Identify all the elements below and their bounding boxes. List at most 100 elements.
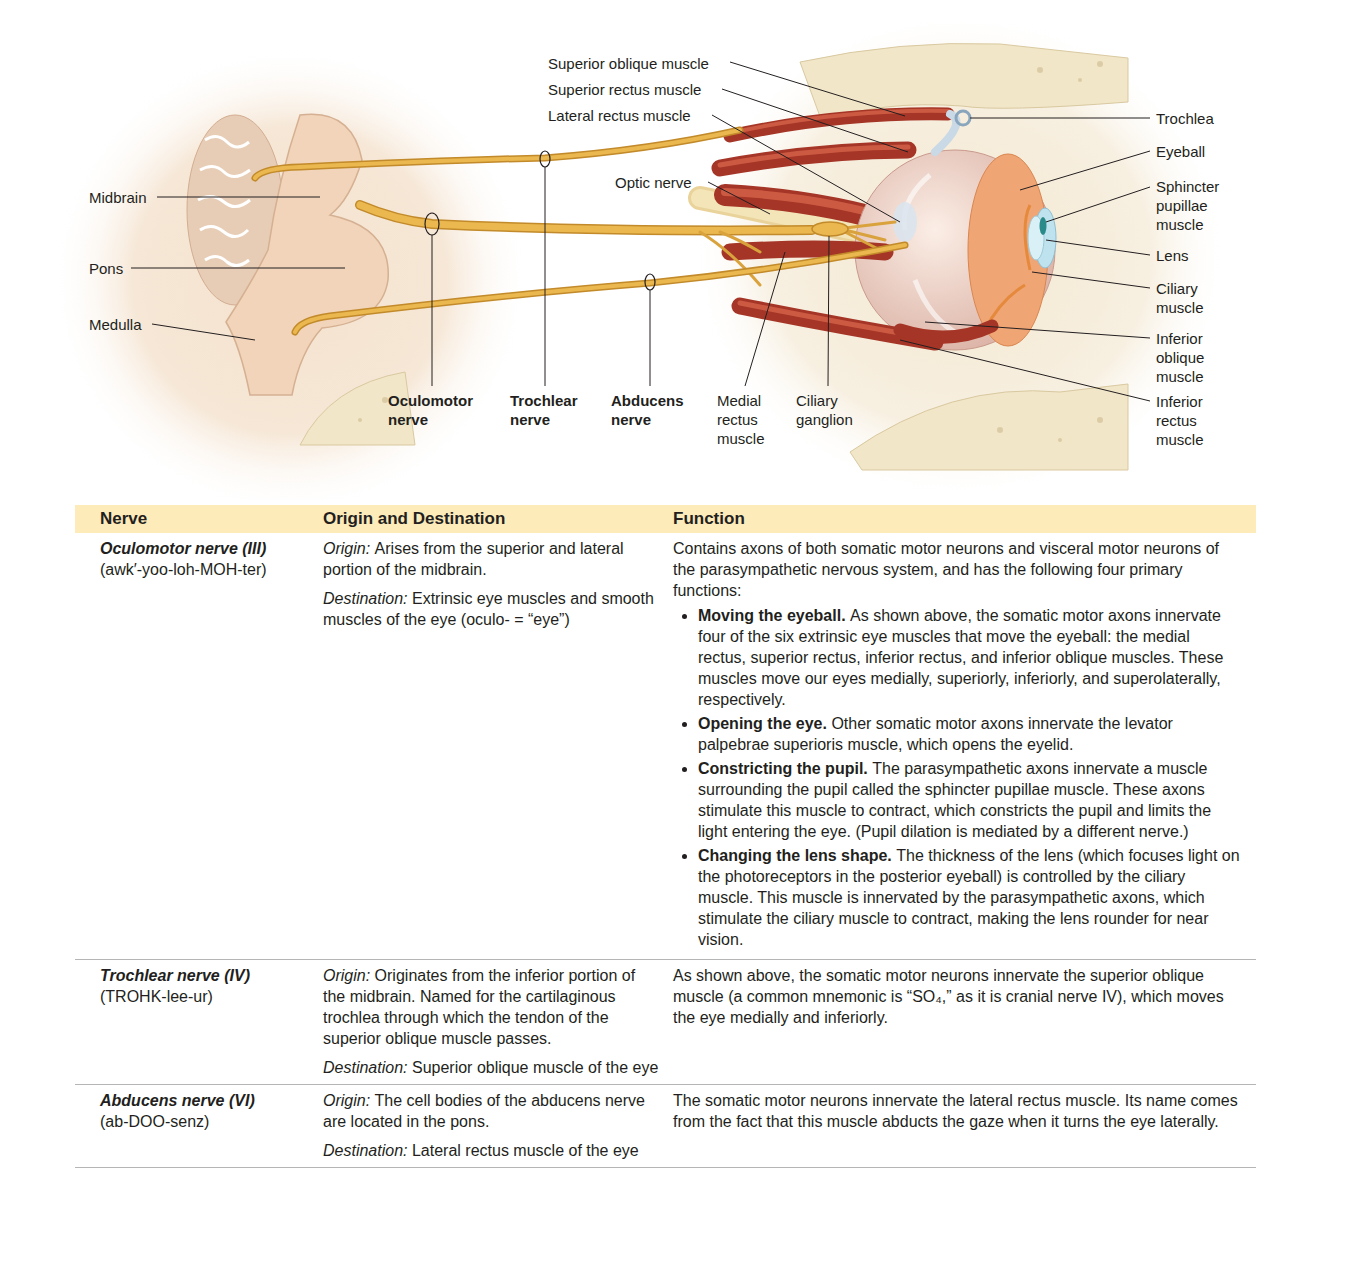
cranial-nerves-part (255, 130, 740, 178)
column-heading: Nerve (100, 509, 147, 528)
extrinsic-muscles-part (935, 114, 956, 152)
head-ground (50, 10, 1230, 500)
leader-lines-part (900, 340, 1150, 401)
column-heading: Origin and Destination (323, 509, 505, 528)
header-cell: Origin and Destination (323, 505, 673, 533)
skull-bone (300, 43, 1128, 470)
leader-lines-part (828, 236, 829, 386)
skull-bone-part (358, 418, 362, 422)
part-label: Ciliary ganglion (796, 391, 866, 429)
skull-bone-part (1097, 417, 1103, 423)
skull-bone-part (997, 427, 1003, 433)
destination-paragraph: Destination:Extrinsic eye muscles and sm… (323, 588, 659, 630)
leader-lines-part (1020, 151, 1150, 190)
part-label: Superior rectus muscle (548, 80, 738, 99)
function-heading: Moving the eyeball. (698, 607, 846, 624)
leader-lines-part (970, 118, 1150, 119)
function-paragraph: As shown above, the somatic motor neuron… (673, 965, 1242, 1028)
leader-lines-part (545, 167, 546, 386)
part-label: Superior oblique muscle (548, 54, 738, 73)
table-row: Trochlear nerve (IV)(TROHK-lee-ur)Origin… (75, 960, 1256, 1085)
skull-bone-part (1078, 78, 1082, 82)
leader-lines-part (925, 322, 1150, 338)
destination-text: Superior oblique muscle of the eye (412, 1059, 658, 1076)
function-cell: Contains axons of both somatic motor neu… (673, 533, 1256, 959)
leader-lines-part (131, 268, 345, 269)
extrinsic-muscles-part (956, 111, 970, 125)
cranial-nerves-part (360, 205, 812, 230)
nerve-label: Oculomotor nerve (388, 391, 498, 429)
table-header: Nerve Origin and Destination Function (75, 505, 1256, 533)
part-label: Midbrain (89, 188, 169, 207)
leader-lines-part (1032, 272, 1150, 288)
function-list: Moving the eyeball.As shown above, the s… (673, 605, 1242, 950)
function-cell: The somatic motor neurons innervate the … (673, 1085, 1256, 1167)
part-label: Pons (89, 259, 169, 278)
cerebellum-part (198, 136, 250, 265)
origin-paragraph: Origin:Arises from the superior and late… (323, 538, 659, 580)
nerve-cell: Oculomotor nerve (III)(awk′-yoo-loh-MOH-… (75, 533, 323, 959)
leader-lines-part (650, 290, 651, 386)
destination-paragraph: Destination:Lateral rectus muscle of the… (323, 1140, 659, 1161)
destination-paragraph: Destination:Superior oblique muscle of t… (323, 1057, 659, 1078)
field-label: Destination: (323, 1059, 408, 1076)
pronunciation: (awk′-yoo-loh-MOH-ter) (100, 559, 309, 580)
extrinsic-muscles-part (893, 202, 917, 242)
column-heading: Function (673, 509, 745, 528)
eyeball-part (904, 175, 960, 335)
cranial-nerves-part (295, 245, 905, 332)
function-item: Changing the lens shape.The thickness of… (698, 845, 1242, 950)
origin-paragraph: Origin:Originates from the inferior port… (323, 965, 659, 1049)
leader-lines-part (745, 252, 785, 386)
field-label: Origin: (323, 1092, 370, 1109)
leader-lines-part (152, 324, 255, 340)
part-label: Medial rectus muscle (717, 391, 783, 448)
field-label: Origin: (323, 967, 370, 984)
cranial-nerves-part (255, 130, 740, 178)
function-paragraph: Contains axons of both somatic motor neu… (673, 538, 1242, 601)
leader-lines-part (712, 115, 900, 222)
part-label: Medulla (89, 315, 169, 334)
nerve-cell: Trochlear nerve (IV)(TROHK-lee-ur) (75, 960, 323, 1084)
header-cell: Nerve (75, 505, 323, 533)
nerve-name: Trochlear nerve (IV) (100, 965, 309, 986)
nerve-label: Abducens nerve (611, 391, 711, 429)
function-heading: Opening the eye. (698, 715, 827, 732)
head-ground-part (690, 10, 1230, 500)
part-label: Lateral rectus muscle (548, 106, 738, 125)
table-row: Abducens nerve (VI)(ab-DOO-senz)Origin:T… (75, 1085, 1256, 1168)
cranial-nerves-part (360, 205, 812, 230)
eyeball-part (1040, 217, 1047, 235)
leader-lines-part (1046, 240, 1150, 255)
origin-text: The cell bodies of the abducens nerve ar… (323, 1092, 645, 1130)
field-label: Destination: (323, 1142, 408, 1159)
brainstem (226, 114, 388, 395)
origin-paragraph: Origin:The cell bodies of the abducens n… (323, 1090, 659, 1132)
nerve-markers (425, 151, 655, 290)
nerve-table: Nerve Origin and Destination FunctionOculo… (75, 505, 1256, 1168)
anatomy-illustration (0, 0, 1348, 500)
part-label: Inferior oblique muscle (1156, 329, 1226, 386)
function-item: Moving the eyeball.As shown above, the s… (698, 605, 1242, 710)
origin-cell: Origin:Originates from the inferior port… (323, 960, 673, 1084)
extrinsic-muscles-part (720, 147, 908, 165)
origin-cell: Origin:Arises from the superior and late… (323, 533, 673, 959)
table-row: Oculomotor nerve (III)(awk′-yoo-loh-MOH-… (75, 533, 1256, 960)
nerve-markers-part (425, 213, 439, 235)
leader-lines-part (722, 89, 908, 152)
function-paragraph: The somatic motor neurons innervate the … (673, 1090, 1242, 1132)
part-label: Lens (1156, 246, 1276, 265)
leader-lines-part (730, 62, 905, 116)
skull-bone-part (1097, 61, 1103, 67)
part-label: Ciliary muscle (1156, 279, 1226, 317)
pronunciation: (TROHK-lee-ur) (100, 986, 309, 1007)
nerve-name: Oculomotor nerve (III) (100, 538, 309, 559)
leader-lines-part (432, 235, 433, 386)
part-label: Inferior rectus muscle (1156, 392, 1226, 449)
leader-lines-part (157, 197, 320, 198)
leader-lines-part (1046, 187, 1150, 222)
function-text: Contains axons of both somatic motor neu… (673, 540, 1219, 599)
cranial-nerves-part (812, 222, 848, 236)
nerve-label: Trochlear nerve (510, 391, 600, 429)
origin-cell: Origin:The cell bodies of the abducens n… (323, 1085, 673, 1167)
